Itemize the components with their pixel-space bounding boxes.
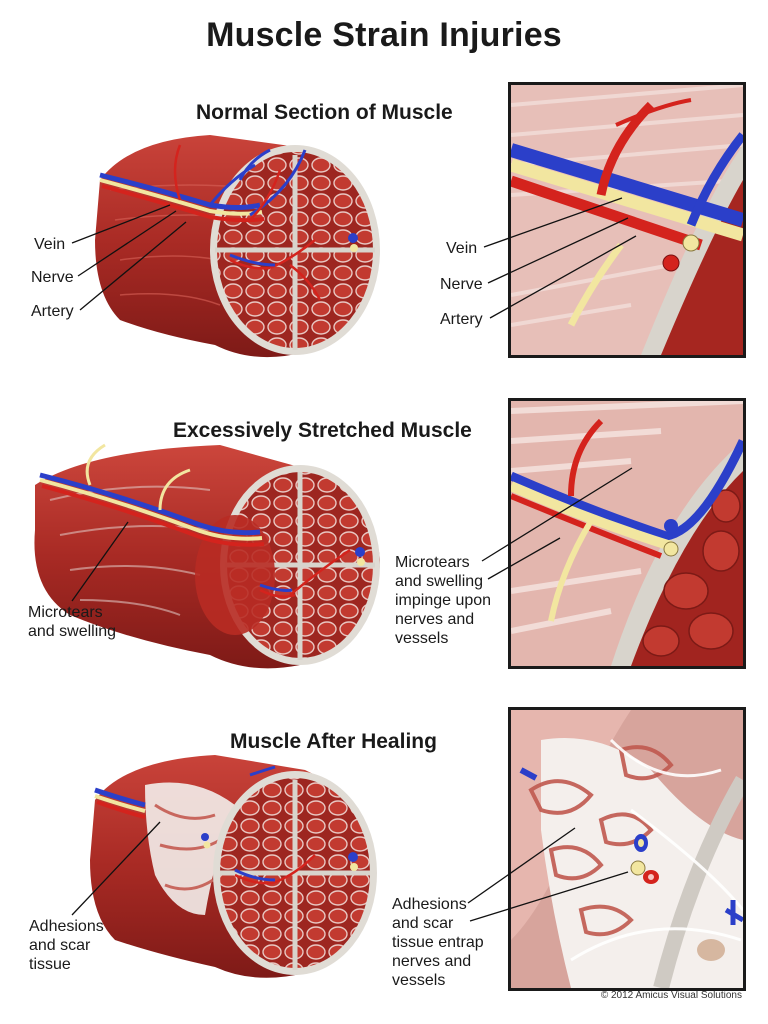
healing-zoom-panel [508, 707, 746, 991]
section-heading-stretched: Excessively Stretched Muscle [173, 419, 472, 442]
label-adhesions-left: Adhesions and scar tissue [29, 918, 104, 973]
stretched-zoom-panel [508, 398, 746, 669]
copyright-notice: © 2012 Amicus Visual Solutions [600, 990, 742, 1001]
label-vein-right: Vein [446, 240, 478, 257]
healed-muscle-illustration [90, 755, 377, 978]
label-vein-left: Vein [34, 236, 66, 253]
section-heading-healing: Muscle After Healing [230, 730, 437, 753]
normal-muscle-illustration [95, 135, 380, 358]
label-nerve-left: Nerve [31, 269, 74, 286]
label-artery-right: Artery [440, 311, 483, 328]
page-title: Muscle Strain Injuries [206, 16, 562, 54]
label-adhesions-right: Adhesions and scar tissue entrap nerves … [392, 896, 484, 989]
stretched-muscle-illustration [34, 443, 380, 669]
normal-zoom-panel [508, 82, 746, 358]
label-microtears-left: Microtears and swelling [28, 604, 117, 640]
label-artery-left: Artery [31, 303, 74, 320]
label-nerve-right: Nerve [440, 276, 483, 293]
section-heading-normal: Normal Section of Muscle [196, 101, 453, 124]
label-microtears-right: Microtears and swelling impinge upon ner… [395, 554, 492, 647]
